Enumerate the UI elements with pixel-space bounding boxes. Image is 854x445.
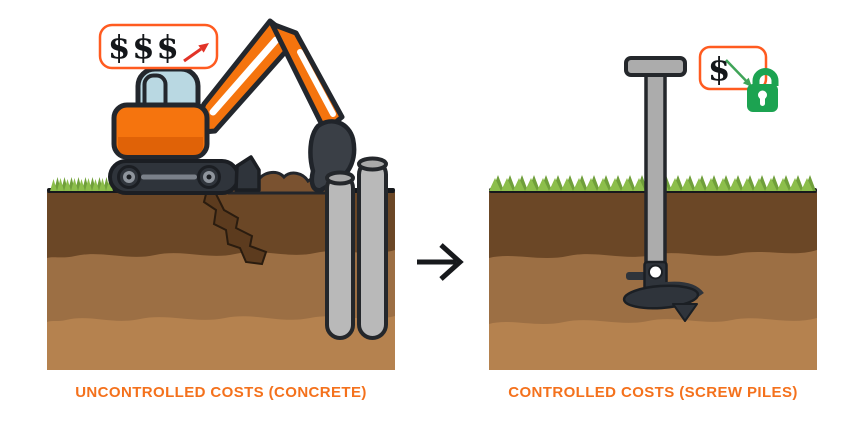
right-scene: $ (489, 45, 817, 370)
screw-pile-shaft (644, 64, 667, 268)
locked-cost-callout: $ (698, 45, 779, 112)
left-scene: $$$ (47, 18, 395, 370)
mini-excavator-icon (108, 18, 357, 195)
red-rising-arrow-icon (183, 43, 209, 63)
green-padlock-icon (747, 68, 779, 112)
screw-pile-icon (622, 56, 704, 322)
right-caption: CONTROLLED COSTS (SCREW PILES) (508, 384, 798, 401)
left-caption: UNCONTROLLED COSTS (CONCRETE) (75, 384, 367, 401)
screw-pile-bolt-hole (648, 264, 663, 280)
excavator-blade (234, 155, 261, 192)
screw-pile-cap (624, 56, 687, 77)
dollar-sign-label: $ (708, 50, 730, 88)
grass-left (50, 177, 113, 191)
screw-pile-helix (622, 284, 700, 310)
right-arrow-icon (417, 243, 464, 281)
screw-pile-tip (672, 303, 698, 322)
excavated-crack (202, 193, 268, 266)
green-falling-arrow-icon (725, 59, 752, 87)
rising-cost-callout: $$$ (98, 23, 219, 70)
dollar-signs-label: $$$ (108, 28, 181, 66)
excavator-tracks (108, 155, 261, 195)
concrete-piles (325, 156, 388, 340)
